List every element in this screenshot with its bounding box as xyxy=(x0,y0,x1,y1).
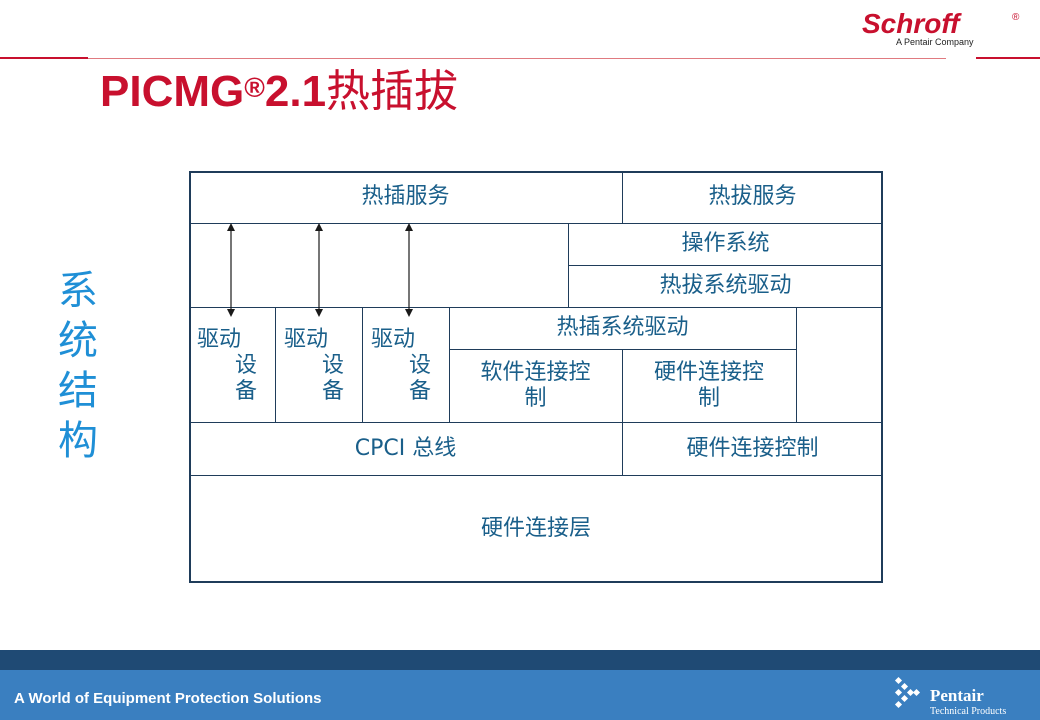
row-divider xyxy=(189,475,883,476)
column-divider xyxy=(622,171,623,223)
hardware-control-line2: 制 xyxy=(697,385,720,411)
hardware-control-line1: 硬件连接控 xyxy=(653,359,764,385)
device-label: 设 xyxy=(235,353,258,378)
column-divider xyxy=(796,307,797,422)
header-rule-left xyxy=(0,57,88,59)
title-cjk: 热插拔 xyxy=(326,66,459,117)
hardware-connection-control-subcell: 硬件连接控 制 xyxy=(622,349,796,422)
device-label: 备 xyxy=(322,379,345,404)
side-label-char: 统 xyxy=(58,318,98,364)
diagram-frame xyxy=(189,171,883,583)
title-registered-mark: ® xyxy=(244,72,265,103)
footer-tagline: A World of Equipment Protection Solution… xyxy=(14,690,322,707)
column-divider xyxy=(622,349,623,422)
side-label-char: 构 xyxy=(58,418,98,464)
pentair-logo: Pentair Technical Products xyxy=(890,672,1035,718)
slide-title: PICMG®2.1热插拔 xyxy=(100,62,458,122)
footer-bar xyxy=(0,650,1040,720)
hot-insert-system-driver-cell: 热插系统驱动 xyxy=(556,315,689,340)
hot-remove-system-driver-cell: 热拔系统驱动 xyxy=(659,273,792,298)
pentair-subtitle: Technical Products xyxy=(930,706,1007,717)
column-divider xyxy=(449,307,450,422)
operating-system-cell: 操作系统 xyxy=(681,231,770,256)
hardware-connection-control-cell: 硬件连接控制 xyxy=(686,435,819,461)
pentair-wordmark: Pentair xyxy=(930,686,984,705)
row-divider xyxy=(189,422,883,423)
logo-registered-mark: ® xyxy=(1012,12,1020,23)
title-main: PICMG xyxy=(100,67,245,116)
row-divider xyxy=(189,307,883,308)
column-divider xyxy=(275,307,276,422)
cpci-bus-cell: CPCI 总线 xyxy=(354,435,457,461)
device-label: 备 xyxy=(409,379,432,404)
side-label-char: 系 xyxy=(58,268,98,314)
header-rule-middle xyxy=(88,58,946,59)
footer-strip xyxy=(0,650,1040,670)
title-version: 2.1 xyxy=(264,67,327,116)
double-arrow-icon xyxy=(227,223,235,317)
hardware-connection-layer-cell: 硬件连接层 xyxy=(480,516,591,541)
device-label: 备 xyxy=(235,379,258,404)
column-divider xyxy=(622,422,623,475)
software-control-line1: 软件连接控 xyxy=(480,359,591,385)
header-rule-right xyxy=(976,57,1040,59)
column-divider xyxy=(568,223,569,307)
driver-label: 驱动 xyxy=(284,327,329,352)
driver-device-cell-2: 驱动 设 备 xyxy=(284,311,364,421)
logo-subtitle: A Pentair Company xyxy=(896,37,974,47)
driver-device-cell-3: 驱动 设 备 xyxy=(371,311,451,421)
row-divider xyxy=(568,265,883,266)
driver-label: 驱动 xyxy=(197,327,242,352)
hot-remove-service-cell: 热拔服务 xyxy=(708,184,797,209)
side-label-system-structure: 系 统 结 构 xyxy=(56,266,100,466)
device-label: 设 xyxy=(322,353,345,378)
pentair-diamond-icon xyxy=(894,676,921,709)
double-arrow-icon xyxy=(405,223,413,317)
column-divider xyxy=(362,307,363,422)
device-label: 设 xyxy=(409,353,432,378)
architecture-diagram: 热插服务 热拔服务 操作系统 热拔系统驱动 驱动 设 备 驱动 设 备 驱动 设… xyxy=(189,171,883,583)
software-control-line2: 制 xyxy=(524,385,547,411)
double-arrow-icon xyxy=(315,223,323,317)
hot-insert-service-cell: 热插服务 xyxy=(361,184,450,209)
row-divider xyxy=(189,223,883,224)
schroff-logo: Schroff ® A Pentair Company xyxy=(858,8,1028,50)
driver-device-cell-1: 驱动 设 备 xyxy=(197,311,277,421)
logo-wordmark: Schroff xyxy=(862,8,960,39)
side-label-char: 结 xyxy=(58,368,98,414)
driver-label: 驱动 xyxy=(371,327,416,352)
software-connection-control-cell: 软件连接控 制 xyxy=(449,349,622,422)
